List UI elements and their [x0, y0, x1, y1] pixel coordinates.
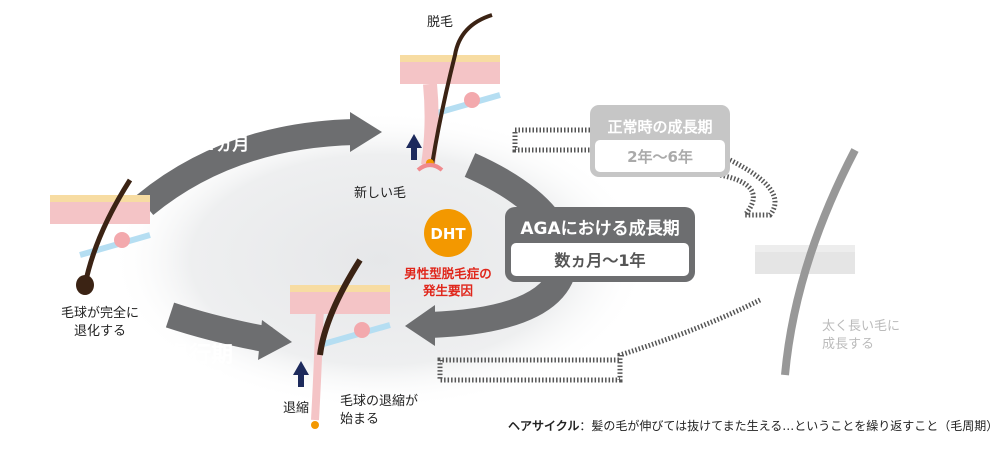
dht-cause-label: 発生要因 [422, 283, 473, 298]
bulb-shrink-label: 始まる [340, 412, 379, 427]
bulb-regressed-label: 毛球が完全に [61, 305, 139, 321]
resting-label: 休止期 3〜4ヵ月 [175, 107, 250, 155]
footer-definition: ：髪の毛が伸びては抜けてまた生える…ということを繰り返すこと（毛周期） [579, 418, 998, 433]
hair-regression-illustration [290, 258, 390, 429]
stage-duration: 数ヵ月〜1年 [554, 251, 645, 270]
hair-thick-long-illustration [755, 148, 859, 376]
stage-duration: 2年〜6年 [627, 148, 693, 166]
arrow-resting [136, 119, 356, 216]
footer-term: ヘアサイクル [508, 419, 579, 433]
arrow-regression [165, 302, 273, 353]
thick-hair-label: 成長する [822, 337, 874, 352]
shedding-label: 脱毛 [427, 15, 453, 30]
stage-name: 休止期 [176, 107, 243, 132]
dht-cause-label: 男性型脱毛症の [404, 266, 492, 281]
stage-duration: 2週間 [177, 370, 223, 390]
thick-hair-label: 太く長い毛に [822, 319, 900, 334]
hair-bulb-regressed-illustration [50, 178, 150, 295]
aga-growth-box: AGAにおける成長期 数ヵ月〜1年 [505, 207, 695, 282]
dht-badge: DHT [424, 209, 472, 257]
dht-text: DHT [430, 225, 466, 243]
normal-cycle-path [437, 127, 778, 383]
stage-duration: 3〜4ヵ月 [175, 135, 250, 155]
normal-growth-box: 正常時の成長期 2年〜6年 [590, 105, 730, 177]
bulb-shrink-label: 毛球の退縮が [340, 393, 418, 409]
hair-resting-illustration [400, 13, 500, 172]
regression-label: 退行期 2週間 [167, 342, 233, 390]
stage-name: 正常時の成長期 [607, 118, 712, 136]
stage-name: AGAにおける成長期 [520, 218, 679, 239]
new-hair-label: 新しい毛 [354, 185, 406, 201]
up-arrow-icon [406, 134, 422, 160]
shrink-label: 退縮 [283, 400, 309, 416]
footer-note: ヘアサイクル：髪の毛が伸びては抜けてまた生える…ということを繰り返すこと（毛周期… [508, 418, 998, 433]
up-arrow-icon [293, 361, 309, 387]
bulb-regressed-label: 退化する [74, 324, 126, 339]
stage-name: 退行期 [167, 342, 233, 368]
